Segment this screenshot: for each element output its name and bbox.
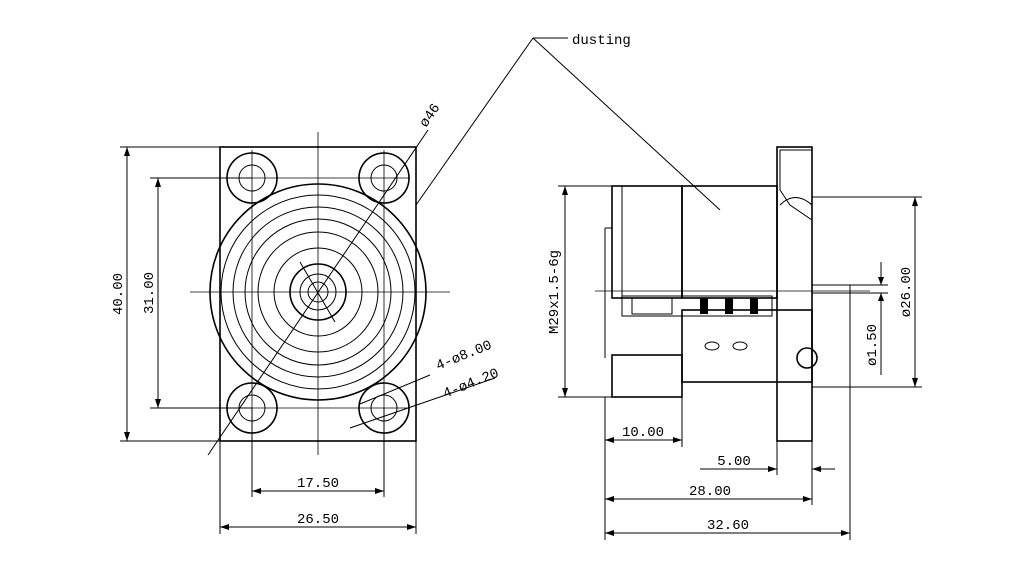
dim-body-length: 28.00 [689,484,731,500]
dim-nut-length: 10.00 [622,425,664,441]
callout-label: dusting [572,33,631,49]
body-upper [681,185,778,299]
inner-contact [621,295,773,317]
dim-total-length: 32.60 [707,518,749,534]
dim-hole-spacing-vertical: 31.00 [142,272,158,314]
dim-hole-spacing-horizontal: 17.50 [297,476,339,492]
dim-overall-height: 40.00 [111,273,127,315]
side-view: M29x1.5-6g ø26.00 ø1.50 10.00 5.00 28.00 [547,146,922,540]
dim-overall-width: 26.50 [297,512,339,528]
dim-hole-inner: 4-ø4.20 [441,366,502,403]
o-ring-1 [704,341,720,351]
front-view: 40.00 31.00 17.50 26.50 ø46 4-ø8.00 4-ø4… [111,101,501,534]
center-pin [811,284,851,294]
dim-diagonal-diameter: ø46 [417,101,444,131]
dim-outer-diameter: ø26.00 [899,267,915,317]
dim-pin-diameter: ø1.50 [865,324,881,366]
dusting-callout: dusting [415,33,721,211]
dim-flange-thickness: 5.00 [717,454,751,470]
side-flange [776,146,813,442]
o-ring-2 [732,341,748,351]
seal-ring [796,347,818,369]
dim-thread: M29x1.5-6g [547,250,563,334]
